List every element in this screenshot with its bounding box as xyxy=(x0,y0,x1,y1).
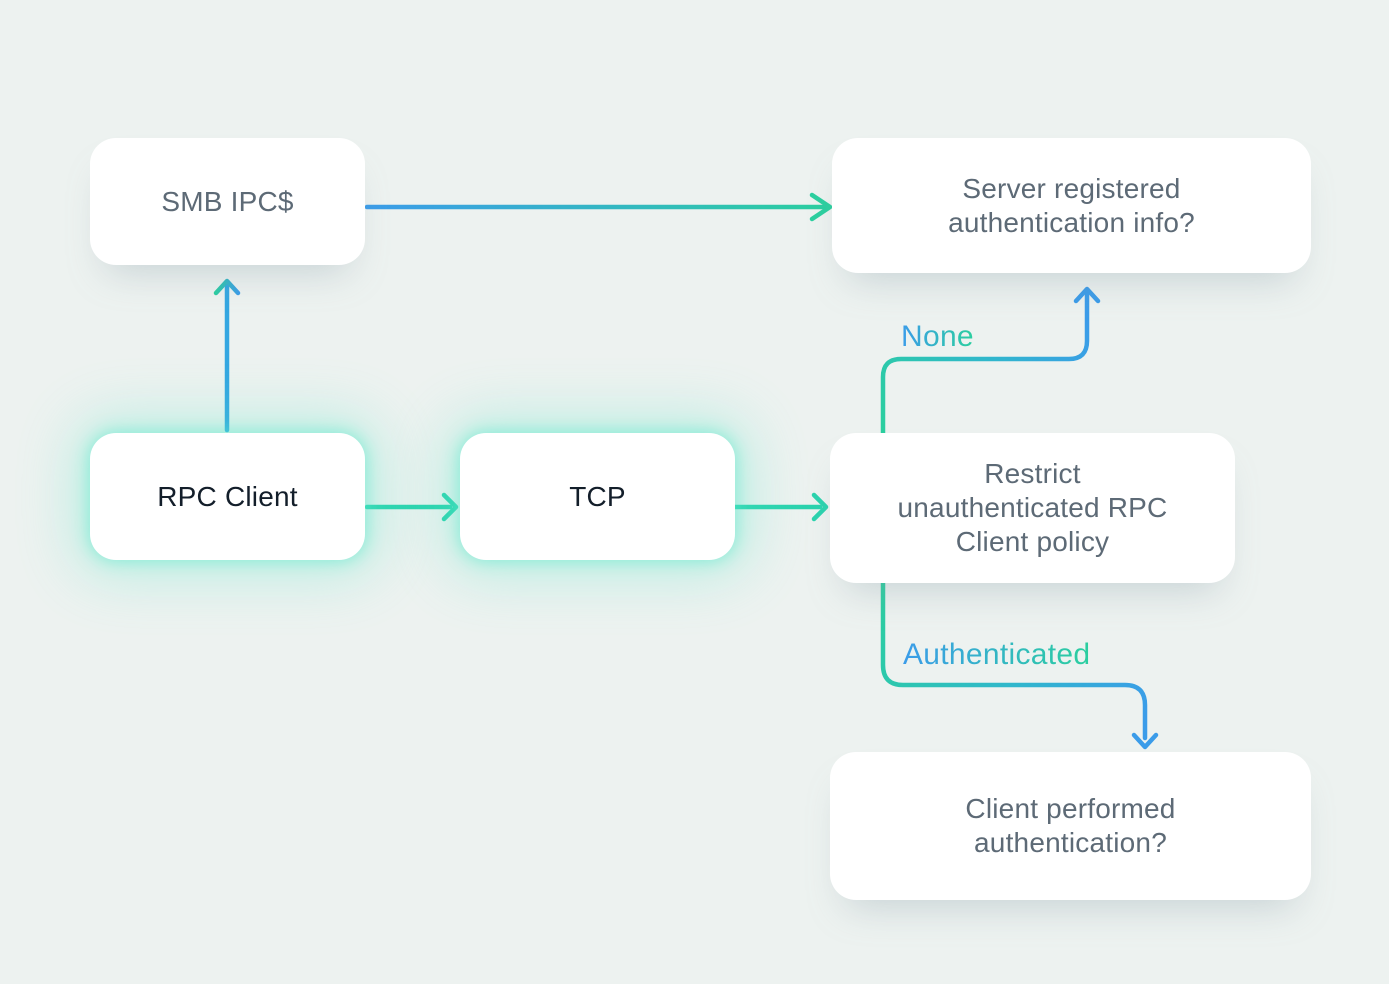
node-server-registered-auth: Server registered authentication info? xyxy=(832,138,1311,273)
node-tcp-label: TCP xyxy=(569,480,626,512)
edge-rpc-to-smb xyxy=(213,278,241,433)
node-client-performed-auth: Client performed authentication? xyxy=(830,752,1311,900)
edge-restrict-to-server xyxy=(880,286,1101,436)
edge-tcp-to-restrict xyxy=(732,492,829,522)
edge-label-none: None xyxy=(901,320,974,353)
node-smb-ipc-label: SMB IPC$ xyxy=(161,185,294,217)
edge-smb-to-server xyxy=(364,192,833,222)
node-rpc-client-label: RPC Client xyxy=(157,480,298,512)
node-server-registered-auth-label: Server registered authentication info? xyxy=(948,172,1195,238)
node-tcp: TCP xyxy=(460,433,735,560)
edge-rpc-to-tcp xyxy=(364,492,459,522)
node-smb-ipc: SMB IPC$ xyxy=(90,138,365,265)
node-rpc-client: RPC Client xyxy=(90,433,365,560)
edge-label-authenticated: Authenticated xyxy=(903,638,1091,671)
node-client-performed-auth-label: Client performed authentication? xyxy=(965,793,1176,858)
node-restrict-unauthenticated-policy-label: Restrict unauthenticated RPC Client poli… xyxy=(897,458,1168,557)
node-restrict-unauthenticated-policy: Restrict unauthenticated RPC Client poli… xyxy=(830,433,1235,583)
edge-restrict-to-client xyxy=(880,580,1159,750)
